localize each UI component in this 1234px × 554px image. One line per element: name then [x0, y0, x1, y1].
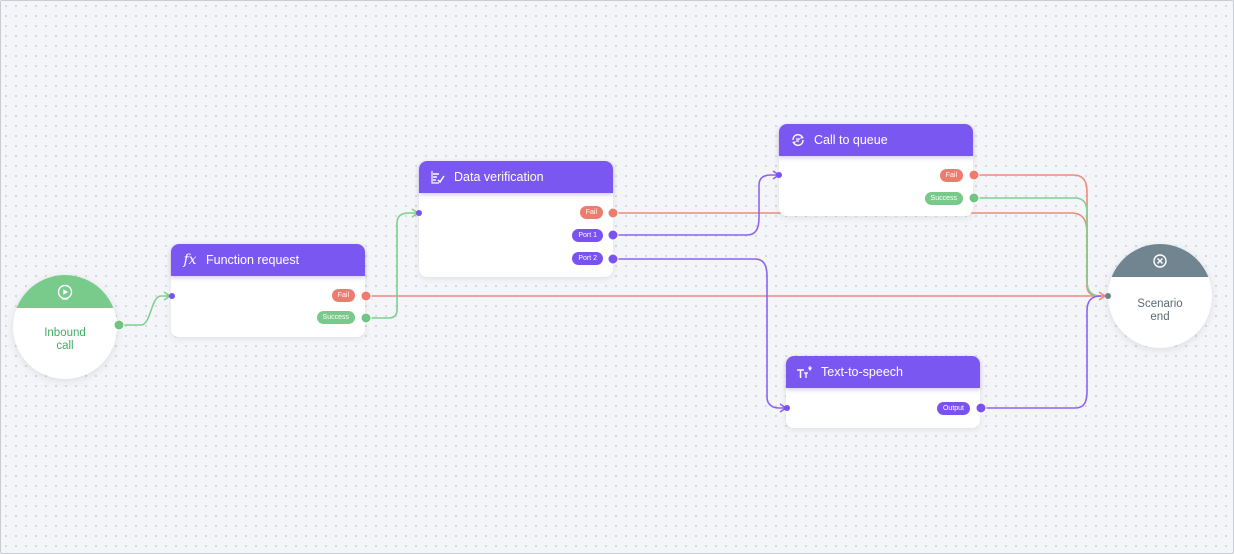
inbound-call-output-port[interactable] — [113, 319, 125, 331]
function-request-fail-port[interactable] — [360, 290, 372, 302]
text-to-speech-header[interactable]: Text-to-speech — [786, 356, 980, 388]
function-request-success-port[interactable] — [360, 312, 372, 324]
function-request-fail-pill: Fail — [331, 289, 355, 302]
scenario-end-label: Scenario end — [1137, 298, 1183, 323]
wire-port2-to-tts — [613, 258, 786, 409]
call-to-queue-success-port[interactable] — [968, 192, 980, 204]
data-verification-input-port[interactable] — [416, 210, 422, 216]
play-circle-icon — [57, 284, 73, 300]
wire-inbound-to-function — [119, 295, 171, 326]
node-inbound-call[interactable]: Inbound call — [13, 275, 117, 379]
node-function-request[interactable]: fx Function request Fail Success — [171, 244, 365, 337]
checklist-icon — [429, 168, 447, 186]
wire-queue-success-to-end — [974, 197, 1102, 297]
text-to-speech-icon — [796, 363, 814, 381]
function-request-header[interactable]: fx Function request — [171, 244, 365, 276]
text-to-speech-input-port[interactable] — [784, 405, 790, 411]
node-text-to-speech[interactable]: Text-to-speech Output — [786, 356, 980, 428]
scenario-end-cap — [1108, 244, 1212, 277]
scenario-end-input-port[interactable] — [1105, 293, 1111, 299]
data-verification-port2-pill: Port 2 — [572, 252, 603, 265]
call-to-queue-fail-port[interactable] — [968, 169, 980, 181]
wire-tts-output-to-end — [982, 295, 1102, 409]
call-to-queue-header[interactable]: Call to queue — [779, 124, 973, 156]
call-to-queue-fail-pill: Fail — [939, 169, 963, 182]
data-verification-port1-port[interactable] — [607, 229, 619, 241]
node-data-verification[interactable]: Data verification Fail Port 1 Port 2 — [419, 161, 613, 277]
close-circle-icon — [1153, 253, 1167, 268]
text-to-speech-output-pill: Output — [936, 402, 970, 415]
function-request-success-pill: Success — [316, 311, 355, 324]
data-verification-fail-pill: Fail — [579, 206, 603, 219]
node-scenario-end[interactable]: Scenario end — [1108, 244, 1212, 348]
function-request-title: Function request — [206, 253, 300, 267]
inbound-call-cap — [13, 275, 117, 308]
wire-queue-fail-to-end — [974, 174, 1102, 297]
node-call-to-queue[interactable]: Call to queue Fail Success — [779, 124, 973, 216]
data-verification-title: Data verification — [454, 170, 544, 184]
inbound-call-label: Inbound call — [44, 327, 86, 352]
text-to-speech-output-port[interactable] — [975, 402, 987, 414]
wire-port1-to-queue — [613, 174, 779, 236]
data-verification-header[interactable]: Data verification — [419, 161, 613, 193]
queue-icon — [789, 131, 807, 149]
call-to-queue-title: Call to queue — [814, 133, 888, 147]
wire-function-success-to-verification — [367, 212, 419, 319]
call-to-queue-input-port[interactable] — [776, 172, 782, 178]
text-to-speech-title: Text-to-speech — [821, 365, 903, 379]
data-verification-port1-pill: Port 1 — [572, 229, 603, 242]
wire-verification-fail-to-end — [613, 212, 1102, 297]
fx-icon: fx — [183, 252, 197, 268]
data-verification-port2-port[interactable] — [607, 253, 619, 265]
function-request-input-port[interactable] — [169, 293, 175, 299]
data-verification-fail-port[interactable] — [607, 207, 619, 219]
call-to-queue-success-pill: Success — [924, 192, 963, 205]
